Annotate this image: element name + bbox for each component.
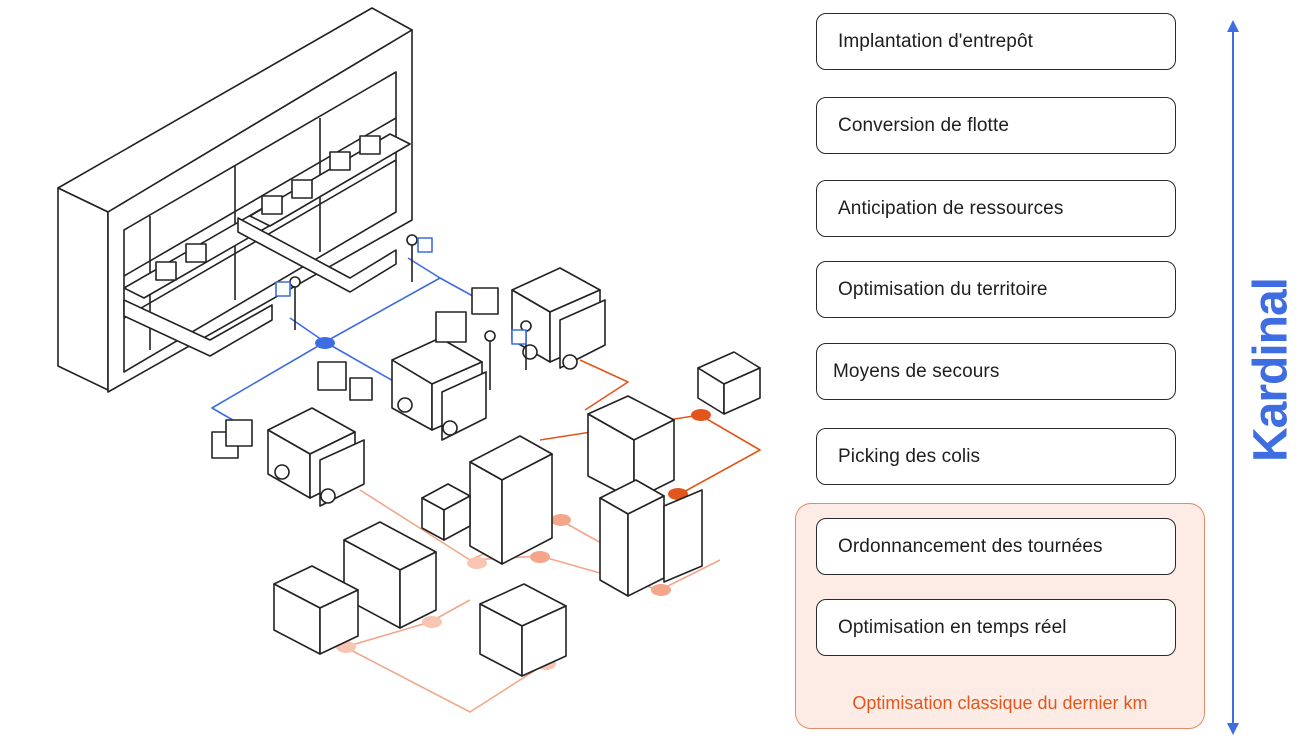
step-route-scheduling: Ordonnancement des tournées xyxy=(816,518,1176,575)
logistics-illustration xyxy=(57,7,761,713)
building-icon xyxy=(479,583,567,677)
building-icon xyxy=(343,521,437,629)
building-icon xyxy=(697,351,761,415)
brand-name: Kardinal xyxy=(1244,277,1298,463)
step-backup-resources: Moyens de secours xyxy=(816,343,1176,400)
worker-icon xyxy=(289,234,532,390)
truck-icon xyxy=(391,337,487,441)
kardinal-logo: Kardinal xyxy=(1244,236,1298,504)
step-resource-anticipation: Anticipation de ressources xyxy=(816,180,1176,237)
building-icon xyxy=(587,395,675,501)
building-icon xyxy=(273,565,359,655)
classic-last-km-label: Optimisation classique du dernier km xyxy=(852,693,1148,713)
package-icon xyxy=(211,287,499,459)
step-parcel-picking: Picking des colis xyxy=(816,428,1176,485)
step-warehouse-siting: Implantation d'entrepôt xyxy=(816,13,1176,70)
building-icon xyxy=(421,483,471,541)
truck-icon xyxy=(267,407,365,507)
warehouse-icon xyxy=(57,7,413,393)
step-territory-optimization: Optimisation du territoire xyxy=(816,261,1176,318)
building-icon xyxy=(469,435,553,565)
step-fleet-conversion: Conversion de flotte xyxy=(816,97,1176,154)
double-arrow-icon xyxy=(1227,20,1239,735)
step-realtime-optimization: Optimisation en temps réel xyxy=(816,599,1176,656)
building-icon xyxy=(599,479,703,597)
